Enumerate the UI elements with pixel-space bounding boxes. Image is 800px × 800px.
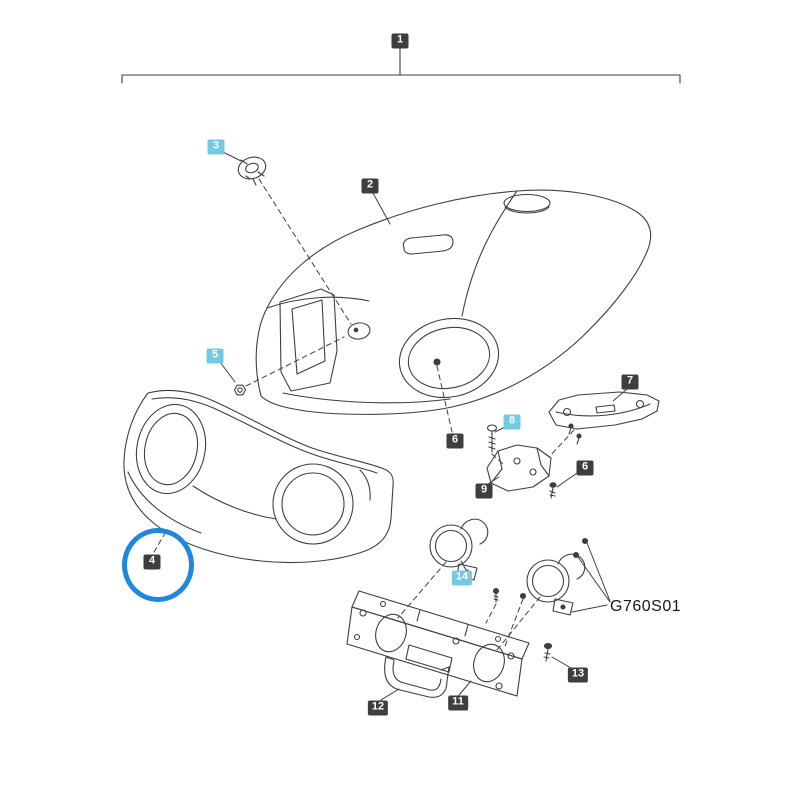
diagram-code-label: G760S01 bbox=[610, 598, 682, 615]
lower-panel-art bbox=[346, 590, 553, 698]
callout-6-hood[interactable]: 6 bbox=[446, 433, 464, 449]
support-bracket-art bbox=[548, 391, 660, 445]
group-bracket-line bbox=[121, 47, 681, 84]
callout-13[interactable]: 13 bbox=[567, 667, 589, 683]
callout-3[interactable]: 3 bbox=[207, 139, 225, 155]
callout-2[interactable]: 2 bbox=[361, 178, 379, 194]
grille-bezel-art bbox=[123, 389, 394, 564]
callout-4[interactable]: 4 bbox=[143, 554, 161, 570]
callout-12[interactable]: 12 bbox=[367, 700, 389, 716]
callout-11[interactable]: 11 bbox=[448, 695, 468, 711]
headlamp-art bbox=[429, 518, 589, 616]
nut-art bbox=[233, 384, 247, 396]
mount-bracket-art bbox=[486, 424, 557, 499]
highlight-ring bbox=[122, 528, 194, 602]
callout-1[interactable]: 1 bbox=[391, 33, 409, 49]
callout-7[interactable]: 7 bbox=[621, 374, 639, 390]
fuel-cap-art bbox=[237, 156, 267, 186]
leader-lines bbox=[219, 151, 628, 701]
callout-14[interactable]: 14 bbox=[451, 570, 473, 586]
hood-panel-art bbox=[255, 189, 652, 415]
callout-6-bracket[interactable]: 6 bbox=[576, 460, 594, 476]
callout-5[interactable]: 5 bbox=[206, 348, 224, 364]
callout-8[interactable]: 8 bbox=[503, 414, 521, 430]
callout-9[interactable]: 9 bbox=[475, 483, 493, 499]
